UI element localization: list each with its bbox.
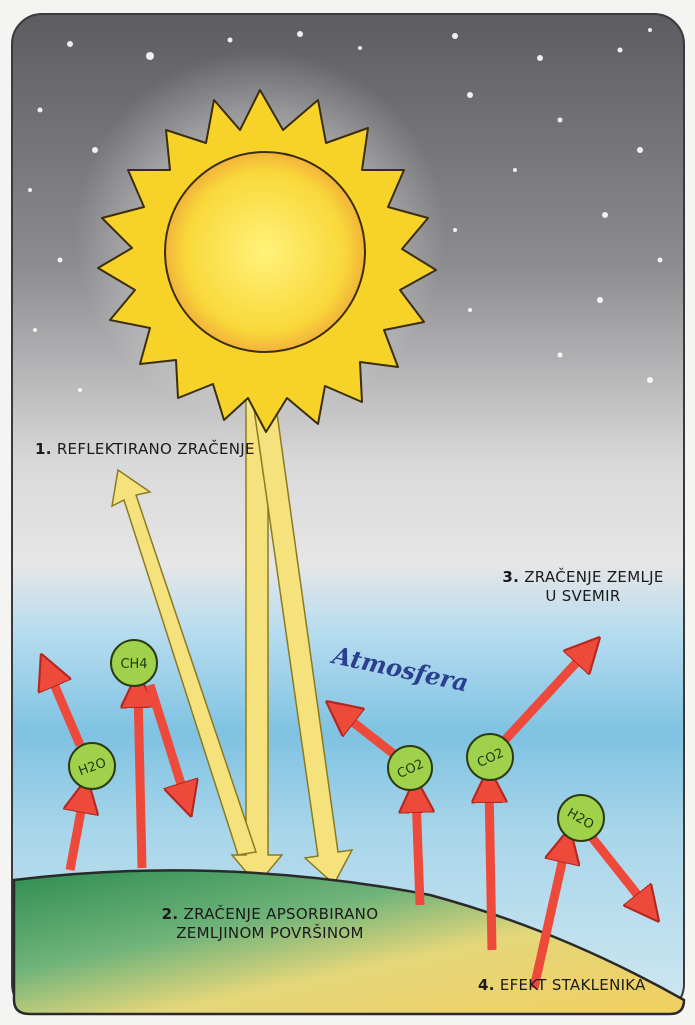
label-number: 1. (35, 440, 52, 458)
label-text: REFLEKTIRANO ZRAČENJE (57, 440, 255, 458)
molecule-co2-right: CO2 (467, 734, 513, 780)
label-reflected-radiation: 1. REFLEKTIRANO ZRAČENJE (35, 440, 255, 459)
sun-core (165, 152, 365, 352)
label-text-line2: U SVEMIR (483, 587, 683, 606)
molecule-co2-center: CO2 (388, 746, 432, 790)
label-text-line2: ZEMLJINOM POVRŠINOM (130, 924, 410, 943)
svg-text:CH4: CH4 (120, 657, 147, 672)
label-number: 3. (502, 568, 519, 586)
ir-arrow (138, 690, 142, 868)
ir-arrow (416, 795, 420, 905)
label-absorbed-radiation: 2. ZRAČENJE APSORBIRANO ZEMLJINOM POVRŠI… (130, 905, 410, 943)
label-earth-radiation-space: 3. ZRAČENJE ZEMLJE U SVEMIR (483, 568, 683, 606)
ir-arrow (489, 785, 492, 950)
label-greenhouse-effect: 4. EFEKT STAKLENIKA (478, 976, 646, 995)
label-text: ZRAČENJE APSORBIRANO (184, 905, 379, 923)
label-text: EFEKT STAKLENIKA (500, 976, 646, 994)
label-number: 4. (478, 976, 495, 994)
label-text: ZRAČENJE ZEMLJE (524, 568, 663, 586)
label-number: 2. (162, 905, 179, 923)
molecule-ch4: CH4 (111, 640, 157, 686)
molecule-h2o-right: H2O (558, 795, 604, 841)
molecule-h2o-left: H2O (69, 743, 115, 789)
